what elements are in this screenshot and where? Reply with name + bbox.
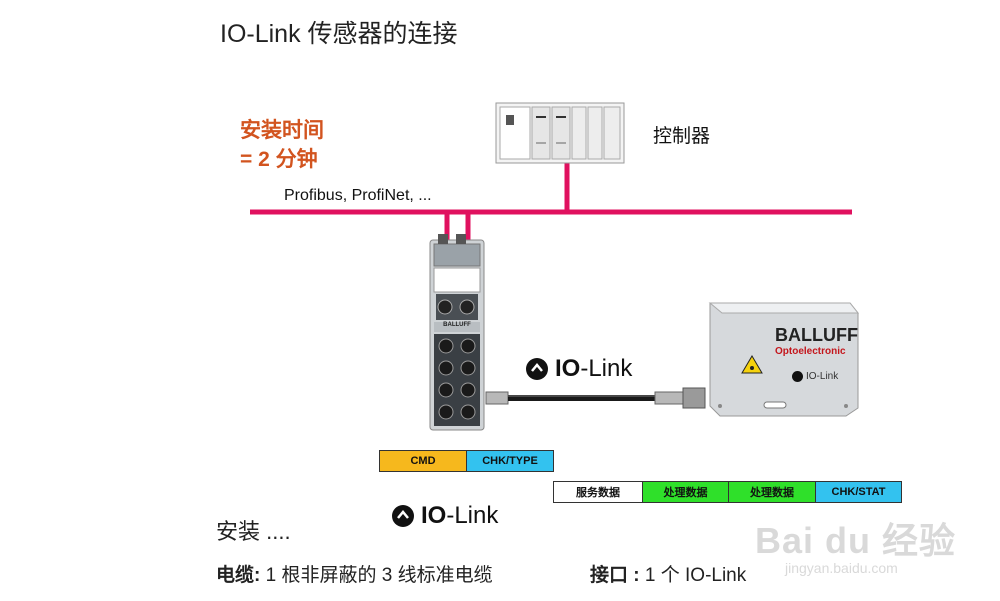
controller-label: 控制器 <box>653 126 711 147</box>
page-title: IO-Link 传感器的连接 <box>220 20 458 48</box>
balluff-sensor <box>708 302 860 417</box>
fieldbus-label: Profibus, ProfiNet, ... <box>284 187 432 204</box>
iolink-logo-io: IO <box>421 502 447 529</box>
port-spec-value: 1 个 IO-Link <box>639 565 747 586</box>
cable-spec: 电缆: 1 根非屏蔽的 3 线标准电缆 <box>216 560 493 587</box>
cable-spec-label: 电缆: <box>216 565 261 586</box>
iolink-logo-icon <box>392 505 414 527</box>
install-text: 安装 .... <box>216 519 291 544</box>
watermark-main: Bai du 经验 <box>755 520 957 561</box>
iolink-logo-link: -Link <box>446 502 499 529</box>
port-spec: 接口 : 1 个 IO-Link <box>590 560 746 587</box>
sensor-iolink-text: IO-Link <box>806 371 839 382</box>
install-time-line1: 安装时间 <box>240 119 324 142</box>
frame-process-data-cell-1: 处理数据 <box>642 481 729 503</box>
sensor-subtitle: Optoelectronic <box>775 346 846 357</box>
frame-service-data-cell: 服务数据 <box>553 481 643 503</box>
sensor-iolink-logo: IO-Link <box>792 371 838 382</box>
iolink-logo-link: -Link <box>580 355 633 382</box>
install-time-line2: = 2 分钟 <box>240 148 318 171</box>
cable-spec-value: 1 根非屏蔽的 3 线标准电缆 <box>260 565 493 586</box>
controller-plc <box>495 102 625 164</box>
iolink-logo-middle: IO -Link <box>526 355 632 383</box>
iolink-logo-io: IO <box>555 355 581 382</box>
baidu-watermark: Bai du 经验 jingyan.baidu.com <box>755 512 956 576</box>
iolink-logo-icon <box>792 371 803 382</box>
iolink-cable <box>485 387 706 409</box>
iolink-master-module <box>429 234 485 431</box>
port-spec-label: 接口 : <box>590 565 640 586</box>
frame-chk-stat-cell: CHK/STAT <box>815 481 902 503</box>
sensor-brand: BALLUFF <box>775 325 858 345</box>
frame-process-data-cell-2: 处理数据 <box>728 481 816 503</box>
frame-chk-type-cell: CHK/TYPE <box>466 450 554 472</box>
iolink-logo-bottom: IO -Link <box>392 502 498 530</box>
module-brand-label: BALLUFF <box>443 322 471 328</box>
frame-cmd-cell: CMD <box>379 450 467 472</box>
iolink-logo-icon <box>526 358 548 380</box>
watermark-sub: jingyan.baidu.com <box>785 560 898 576</box>
install-time-note: 安装时间 = 2 分钟 <box>240 116 324 174</box>
sensor-label: BALLUFF Optoelectronic <box>775 325 858 357</box>
